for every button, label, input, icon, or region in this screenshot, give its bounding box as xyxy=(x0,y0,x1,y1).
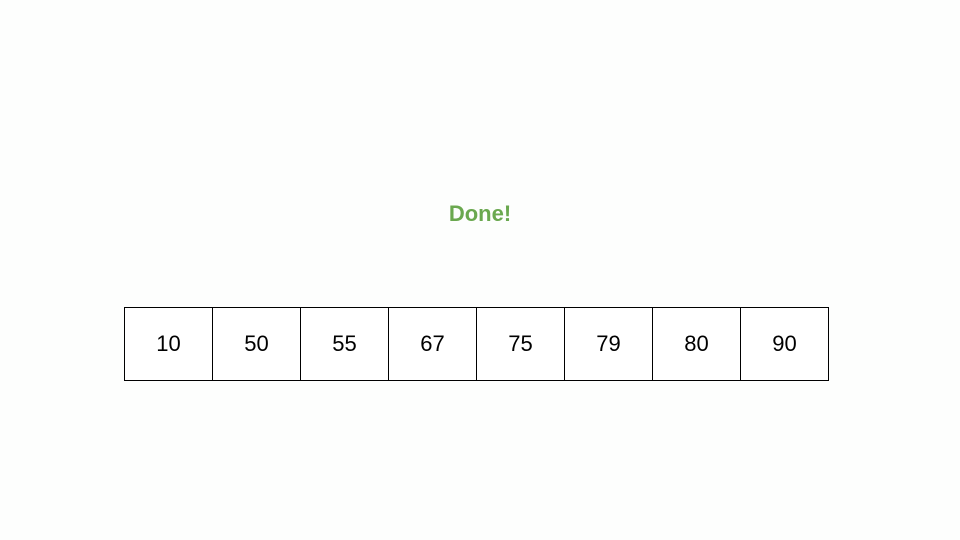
array-cell: 55 xyxy=(300,307,389,381)
array-cell: 80 xyxy=(652,307,741,381)
status-message: Done! xyxy=(448,201,512,226)
array-cell: 50 xyxy=(212,307,301,381)
array-cell: 67 xyxy=(388,307,477,381)
array-cell: 75 xyxy=(476,307,565,381)
array-cell: 10 xyxy=(124,307,213,381)
array-cell: 90 xyxy=(740,307,829,381)
array-cell: 79 xyxy=(564,307,653,381)
array-row: 10 50 55 67 75 79 80 90 xyxy=(124,307,836,381)
